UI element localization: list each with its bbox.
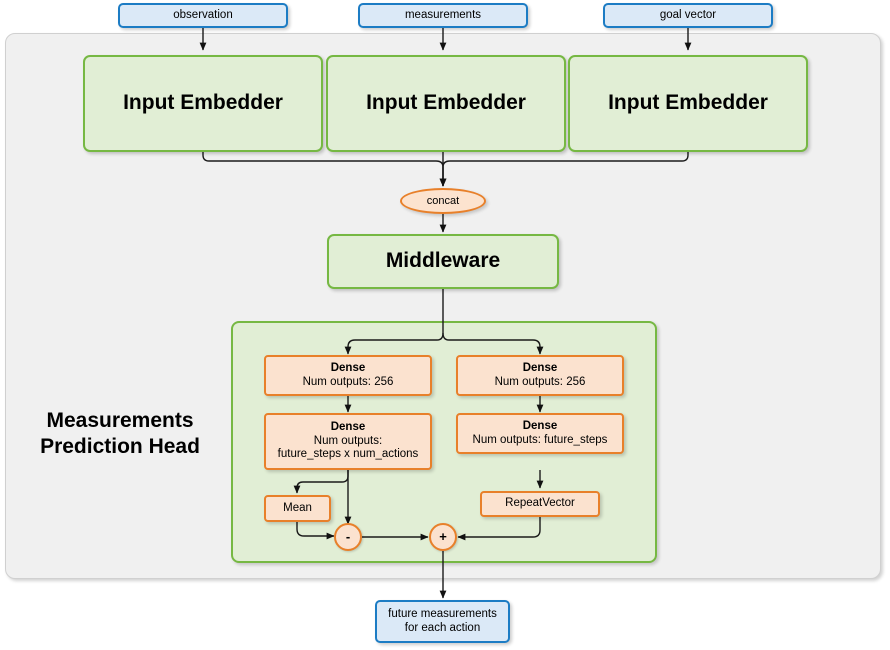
right-dense-2-title: Dense xyxy=(522,419,558,432)
subtract-operator-symbol: - xyxy=(345,529,351,545)
input-embedder-observation[interactable]: Input Embedder xyxy=(83,55,323,152)
left-dense-1-title: Dense xyxy=(330,361,366,374)
add-operator-symbol: + xyxy=(439,529,447,545)
mean-node[interactable]: Mean xyxy=(264,495,331,522)
right-dense-1-title: Dense xyxy=(522,361,558,374)
subtract-operator[interactable]: - xyxy=(334,523,362,551)
input-embedder-observation-label: Input Embedder xyxy=(123,91,283,115)
left-dense-2-detail-line-1: Num outputs: xyxy=(313,434,383,447)
input-box-goal-vector-label: goal vector xyxy=(659,8,717,21)
input-box-observation-label: observation xyxy=(173,8,233,21)
concat-label: concat xyxy=(426,194,460,207)
head-label-line-2: Prediction Head xyxy=(40,435,200,459)
left-dense-2[interactable]: Dense Num outputs: future_steps x num_ac… xyxy=(264,413,432,470)
mean-label: Mean xyxy=(283,501,312,514)
input-box-measurements[interactable]: measurements xyxy=(358,3,528,28)
right-dense-2[interactable]: Dense Num outputs: future_steps xyxy=(456,413,624,454)
input-embedder-goal-vector-label: Input Embedder xyxy=(608,91,768,115)
left-dense-1[interactable]: Dense Num outputs: 256 xyxy=(264,355,432,396)
middleware-label: Middleware xyxy=(385,249,501,273)
output-box-line-1: future measurements xyxy=(388,607,497,620)
repeat-vector-label: RepeatVector xyxy=(505,497,575,510)
output-box-line-2: for each action xyxy=(404,621,481,634)
left-dense-1-detail: Num outputs: 256 xyxy=(302,375,394,388)
left-dense-2-title: Dense xyxy=(330,421,366,434)
repeat-vector-node[interactable]: RepeatVector xyxy=(480,491,600,517)
right-dense-1[interactable]: Dense Num outputs: 256 xyxy=(456,355,624,396)
measurements-prediction-head-label: Measurements Prediction Head xyxy=(14,408,226,461)
right-dense-2-detail: Num outputs: future_steps xyxy=(472,433,608,446)
right-dense-1-detail: Num outputs: 256 xyxy=(494,375,586,388)
middleware-node[interactable]: Middleware xyxy=(327,234,559,289)
left-dense-2-detail-line-2: future_steps x num_actions xyxy=(277,448,419,461)
add-operator[interactable]: + xyxy=(429,523,457,551)
input-box-observation[interactable]: observation xyxy=(118,3,288,28)
input-embedder-measurements-label: Input Embedder xyxy=(366,91,526,115)
concat-node[interactable]: concat xyxy=(400,188,486,214)
input-embedder-goal-vector[interactable]: Input Embedder xyxy=(568,55,808,152)
output-box-future-measurements[interactable]: future measurements for each action xyxy=(375,600,510,643)
input-box-goal-vector[interactable]: goal vector xyxy=(603,3,773,28)
head-label-line-1: Measurements xyxy=(46,409,194,432)
input-box-measurements-label: measurements xyxy=(404,8,482,21)
input-embedder-measurements[interactable]: Input Embedder xyxy=(326,55,566,152)
